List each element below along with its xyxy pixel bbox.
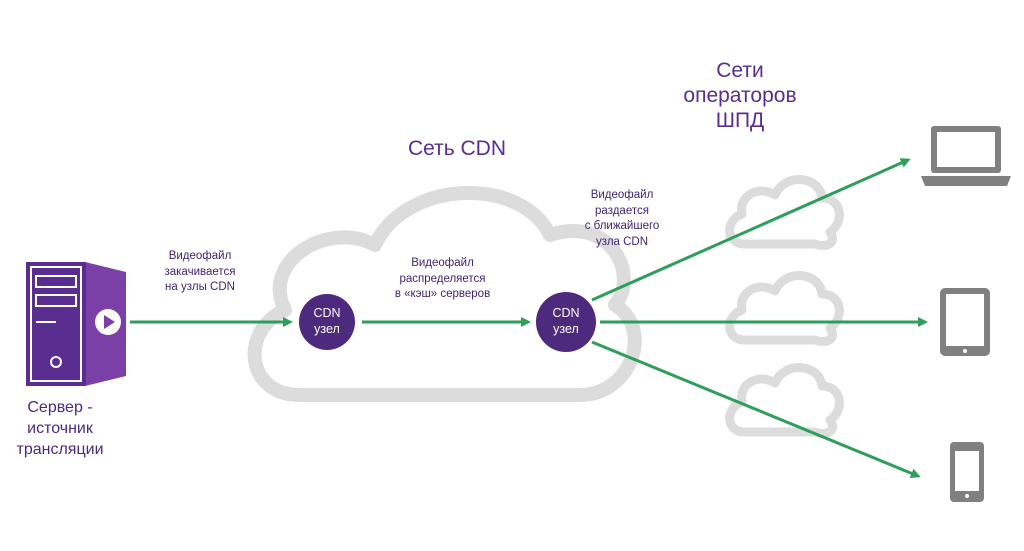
arrow-node-to-phone <box>591 340 921 478</box>
deliver-line-1: Видеофайл <box>590 189 654 201</box>
distribute-step-caption: Видеофайл распределяется в «кэш» серверо… <box>375 256 510 303</box>
cdn-node-2 <box>536 292 596 352</box>
server-line-1: Сервер - <box>27 399 93 416</box>
upload-step-caption: Видеофайл закачивается на узлы CDN <box>140 249 260 296</box>
cdn-node-1 <box>299 294 355 350</box>
node-2-line-2: узел <box>553 322 579 337</box>
server-line-3: трансляции <box>16 440 104 458</box>
server-line-2: источник <box>27 419 93 437</box>
arrow-node-to-laptop <box>591 158 911 302</box>
deliver-line-2: раздается <box>595 204 649 217</box>
phone-icon <box>950 442 984 502</box>
isp-cloud-top <box>725 175 844 250</box>
isp-title-line-2: операторов <box>683 84 797 108</box>
deliver-line-3: с ближайшего <box>584 220 660 233</box>
laptop-icon <box>921 126 1011 186</box>
tablet-icon <box>940 288 990 356</box>
distribute-line-2: распределяется <box>399 272 486 285</box>
upload-line-2: закачивается <box>164 265 236 278</box>
server-icon <box>26 262 126 386</box>
node-2-line-1: CDN <box>552 306 580 320</box>
node-1-line-2: узел <box>314 322 340 337</box>
distribute-line-3: в «кэш» серверов <box>394 288 491 301</box>
deliver-step-caption: Видеофайл раздается с ближайшего узла CD… <box>562 188 682 250</box>
cdn-node-1-label: CDN узел <box>299 305 355 338</box>
isp-cloud-middle <box>725 271 844 346</box>
isp-cloud-bottom <box>725 363 844 438</box>
cdn-node-2-label: CDN узел <box>538 305 594 338</box>
server-caption: Сервер - источник трансляции <box>0 398 120 460</box>
deliver-line-4: узла CDN <box>595 235 649 248</box>
upload-line-1: Видеофайл <box>168 250 232 262</box>
isp-title-line-1: Сети <box>716 59 764 82</box>
node-1-line-1: CDN <box>313 306 341 320</box>
distribute-line-1: Видеофайл <box>411 257 474 269</box>
cdn-network-cloud <box>247 186 642 402</box>
isp-networks-title: Сети операторов ШПД <box>655 58 825 134</box>
upload-line-3: на узлы CDN <box>165 281 235 294</box>
cdn-network-title: Сеть CDN <box>407 137 507 160</box>
isp-title-line-3: ШПД <box>715 109 765 133</box>
